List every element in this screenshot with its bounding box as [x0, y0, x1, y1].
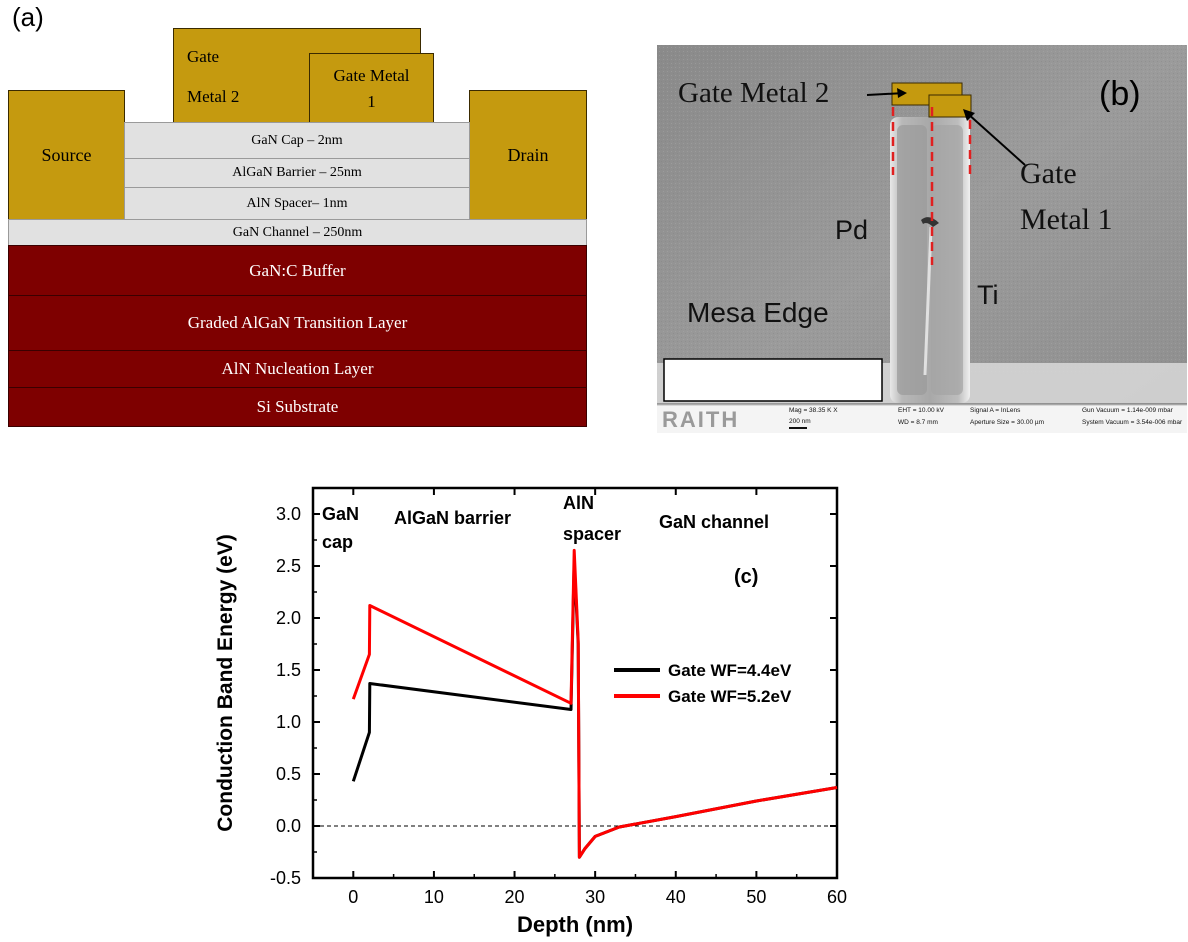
gate-metal-1-arrow — [963, 109, 975, 121]
graded-algan-transition-layer: Graded AlGaN Transition Layer — [8, 295, 587, 351]
region-label-gan-cap-line1: GaN — [322, 504, 359, 524]
legend-label-2: Gate WF=5.2eV — [668, 687, 792, 706]
y-tick-label: 2.0 — [276, 608, 301, 628]
drain-label: Drain — [507, 145, 549, 165]
panel-b-label: (b) — [1099, 75, 1141, 113]
gate-metal-2-text: Gate Metal 2 — [678, 77, 830, 109]
gate-metal-2-label-line2: Metal 2 — [187, 87, 240, 106]
gan-cap-layer-label: GaN Cap – 2nm — [251, 132, 343, 148]
sem-image-panel: (b) Gate Metal 2 Gate Metal 1 Pd Ti Mesa… — [657, 45, 1187, 433]
sem-eht: EHT = 10.00 kV — [898, 407, 944, 414]
mesa-edge-label: Mesa Edge — [687, 297, 829, 328]
x-tick-label: 0 — [348, 887, 358, 907]
panel-a-label: (a) — [12, 2, 44, 32]
chart-series-group — [351, 548, 838, 859]
sem-aperture: Aperture Size = 30.00 µm — [970, 419, 1045, 426]
sem-micrograph — [657, 45, 1187, 433]
series-line-2 — [351, 548, 838, 859]
gate-metal-1-label-line1: Gate Metal — [333, 66, 410, 85]
raith-logo: RAITH — [662, 407, 740, 432]
chart-text-group: 0 10 20 30 40 50 60 -0.5 0.0 0.5 1.0 1.5 2.0 2.5 3.0De… — [214, 493, 847, 937]
gan-cap-layer: GaN Cap – 2nm — [124, 122, 470, 159]
gate-metal-1-text-line1: Gate — [1020, 157, 1077, 190]
sem-scale-label: 200 nm — [789, 418, 811, 425]
plot-frame — [311, 486, 839, 880]
sem-signal: Signal A = InLens — [970, 407, 1021, 414]
region-label-aln-spacer-line2: spacer — [563, 524, 621, 544]
gate-metal-2-label-line1: Gate — [187, 47, 220, 66]
drain-contact: Drain — [469, 90, 587, 221]
si-substrate-layer: Si Substrate — [8, 387, 587, 427]
gate-metal-1-text-line2: Metal 1 — [1020, 203, 1113, 236]
gate-metal-2-arrow — [897, 88, 907, 98]
x-tick-label: 10 — [424, 887, 444, 907]
ti-label: Ti — [977, 280, 999, 310]
algan-barrier-layer: AlGaN Barrier – 25nm — [124, 158, 470, 188]
x-axis-label: Depth (nm) — [517, 912, 633, 937]
algan-barrier-layer-label: AlGaN Barrier – 25nm — [232, 165, 362, 180]
y-tick-label: -0.5 — [270, 868, 301, 888]
aln-nucleation-layer: AlN Nucleation Layer — [8, 350, 587, 388]
gan-c-buffer-layer-label: GaN:C Buffer — [249, 260, 346, 280]
gate-metal-1-overlay — [928, 94, 972, 118]
x-tick-label: 60 — [827, 887, 847, 907]
x-tick-label: 40 — [666, 887, 686, 907]
y-axis-label: Conduction Band Energy (eV) — [214, 534, 237, 832]
panel-c-label: (c) — [734, 566, 758, 588]
sem-system-vacuum: System Vacuum = 3.54e-006 mbar — [1082, 419, 1183, 426]
sem-gun-vacuum: Gun Vacuum = 1.14e-009 mbar — [1082, 407, 1173, 414]
sem-mag: Mag = 38.35 K X — [789, 407, 838, 414]
region-label-gan-channel: GaN channel — [659, 512, 769, 532]
sem-scale-bar — [789, 427, 807, 429]
y-tick-label: 3.0 — [276, 504, 301, 524]
gan-channel-layer: GaN Channel – 250nm — [8, 219, 587, 246]
source-label: Source — [41, 145, 92, 165]
aln-spacer-layer-label: AlN Spacer– 1nm — [246, 195, 348, 211]
series-line-1 — [351, 559, 838, 859]
gate-metal-1-label-line2: 1 — [367, 92, 376, 111]
sem-wd: WD = 8.7 mm — [898, 419, 938, 426]
aln-spacer-layer: AlN Spacer– 1nm — [124, 187, 470, 220]
gan-c-buffer-layer: GaN:C Buffer — [8, 245, 587, 296]
si-substrate-layer-label: Si Substrate — [256, 397, 339, 416]
y-tick-label: 1.5 — [276, 660, 301, 680]
mesa-edge-box — [663, 358, 883, 402]
sem-footer-bar — [657, 405, 1187, 433]
gate-seam — [921, 217, 939, 227]
region-label-gan-cap-line2: cap — [322, 532, 353, 552]
y-tick-label: 0.5 — [276, 764, 301, 784]
source-contact: Source — [8, 90, 125, 221]
y-tick-label: 1.0 — [276, 712, 301, 732]
gate-metal-1-block: Gate Metal 1 — [309, 53, 434, 124]
x-tick-label: 20 — [505, 887, 525, 907]
gan-channel-layer-label: GaN Channel – 250nm — [232, 224, 363, 240]
graded-algan-transition-layer-label: Graded AlGaN Transition Layer — [187, 313, 408, 332]
y-tick-label: 2.5 — [276, 556, 301, 576]
region-label-aln-spacer-line1: AlN — [563, 493, 594, 513]
aln-nucleation-layer-label: AlN Nucleation Layer — [221, 359, 374, 378]
chart-axes-group — [311, 486, 839, 880]
pd-label: Pd — [835, 215, 869, 245]
legend-label-1: Gate WF=4.4eV — [668, 661, 792, 680]
region-label-algan-barrier: AlGaN barrier — [394, 508, 511, 528]
x-tick-label: 30 — [585, 887, 605, 907]
x-tick-label: 50 — [746, 887, 766, 907]
y-tick-label: 0.0 — [276, 816, 301, 836]
band-diagram-chart: 0 10 20 30 40 50 60 -0.5 0.0 0.5 1.0 1.5 2.0 2.5 3.0De… — [214, 486, 847, 937]
